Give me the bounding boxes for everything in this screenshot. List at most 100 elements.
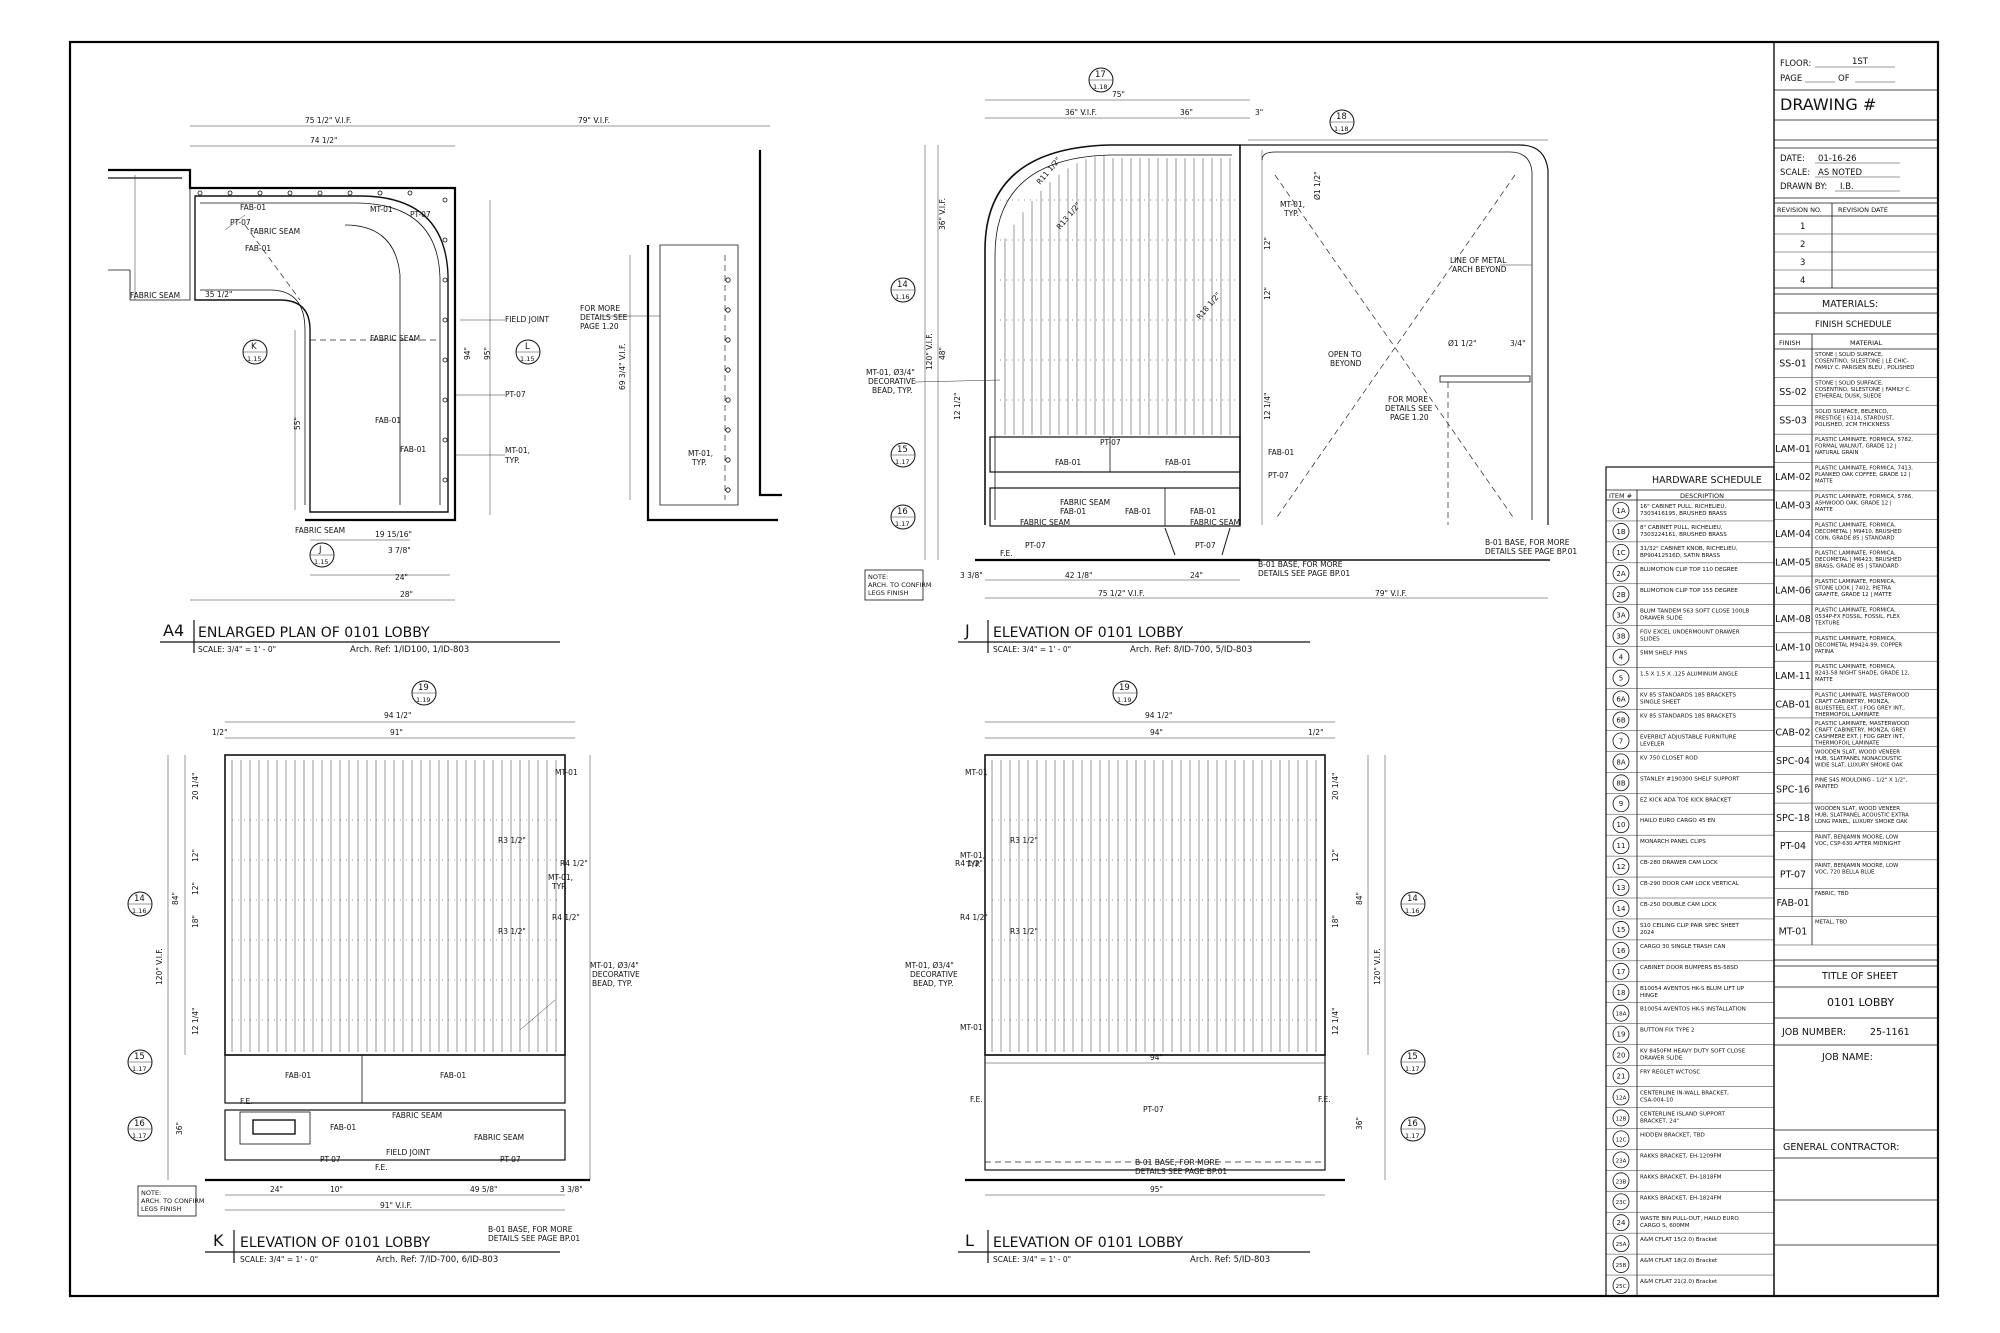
k-callout-15[interactable]: 15 1.17 — [127, 1049, 153, 1075]
l-callout-16[interactable]: 16 1.17 — [1400, 1116, 1426, 1142]
l-callout-15[interactable]: 15 1.17 — [1400, 1049, 1426, 1075]
svg-text:NOTE:: NOTE: — [141, 1189, 161, 1197]
a4-callout-l[interactable]: L 1.15 — [515, 339, 541, 365]
k-note-pt07-a: PT-07 — [320, 1155, 341, 1164]
k-note-typ: TYP. — [551, 882, 567, 891]
item-description: BLUM TANDEM 563 SOFT CLOSE 100LB — [1640, 609, 1749, 615]
item-number-bubble — [1612, 648, 1630, 666]
title-of-sheet-label: TITLE OF SHEET — [1821, 971, 1898, 982]
j-note-pt07-d: PT-07 — [1268, 471, 1289, 480]
drawn-by-label: DRAWN BY: — [1780, 182, 1827, 192]
finish-material: STONE | SOLID SURFACE, — [1815, 380, 1883, 386]
k-callout-19[interactable]: 19 1.19 — [411, 680, 437, 706]
j-callout-16[interactable]: 16 1.17 — [890, 504, 916, 530]
l-dim-120: 120" V.I.F. — [1373, 948, 1382, 985]
a4-dim-19: 19 15/16" — [375, 530, 412, 539]
finish-material: PLASTIC LAMINATE, FORMICA, — [1815, 607, 1896, 613]
j-callout-18[interactable]: 18 1.18 — [1329, 109, 1355, 135]
item-description: SINGLE SHEET — [1640, 700, 1681, 706]
l-dim-20: 20 1/4" — [1331, 773, 1340, 800]
item-description: CABINET DOOR BUMPERS BS-58SD — [1640, 965, 1738, 971]
svg-text:16: 16 — [134, 1119, 145, 1129]
finish-code: LAM-04 — [1775, 529, 1811, 540]
finish-material: COSENTINO, SILESTONE | LE CHIC- — [1815, 359, 1909, 365]
svg-text:1.15: 1.15 — [520, 355, 534, 363]
k-dim-r4-b: R4 1/2" — [552, 913, 580, 922]
k-dim-91vif: 91" V.I.F. — [380, 1201, 412, 1210]
k-tag: K — [213, 1231, 224, 1250]
j-note-b01: B-01 BASE, FOR MORE — [1258, 560, 1343, 569]
general-contractor-label: GENERAL CONTRACTOR: — [1783, 1142, 1900, 1153]
hardware-schedule-title: HARDWARE SCHEDULE — [1652, 475, 1762, 486]
item-number-bubble — [1612, 1109, 1630, 1127]
k-dim-120: 120" V.I.F. — [155, 948, 164, 985]
item-description: LEVELER — [1640, 741, 1665, 747]
k-callout-16[interactable]: 16 1.17 — [127, 1116, 153, 1142]
item-number: 12C — [1616, 1137, 1627, 1143]
finish-material: DECOMETAL | M9410, BRUSHED — [1815, 529, 1902, 535]
j-note-fab-3: FAB-01 — [1060, 507, 1086, 516]
l-dim-18: 18" — [1331, 915, 1340, 928]
k-scale: SCALE: 3/4" = 1' - 0" — [240, 1255, 318, 1264]
j-callout-15[interactable]: 15 1.17 — [890, 442, 916, 468]
item-number-bubble — [1612, 585, 1630, 603]
svg-text:1.16: 1.16 — [132, 907, 146, 915]
k-dim-24: 24" — [270, 1185, 283, 1194]
j-dim-36vif: 36" V.I.F. — [1065, 108, 1097, 117]
revision-number: 2 — [1800, 240, 1805, 250]
l-callout-19[interactable]: 19 1.19 — [1112, 680, 1138, 706]
finish-material: PINE S4S MOULDING - 1/2" X 1/2", — [1815, 778, 1908, 784]
a4-note-details: DETAILS SEE — [580, 313, 628, 322]
item-number-bubble — [1612, 774, 1630, 792]
j-slat-group — [1000, 155, 1235, 435]
k-dim-91: 91" — [390, 728, 403, 737]
item-number: 23A — [1616, 1158, 1627, 1164]
l-tag: L — [965, 1231, 974, 1250]
svg-text:L: L — [525, 342, 530, 352]
j-note-b01-r2: DETAILS SEE PAGE BP.01 — [1485, 547, 1577, 556]
a4-dim-vif: 69 3/4" V.I.F. — [618, 344, 627, 390]
finish-material: CRAFT CABINETRY, MONZA, GREY — [1815, 727, 1907, 733]
j-callout-14[interactable]: 14 1.16 — [890, 277, 916, 303]
a4-note-mt01-typ: MT-01, — [505, 446, 530, 455]
j-note-box: NOTE: ARCH. TO CONFIRM LEGS FINISH — [864, 569, 932, 601]
j-note-pt07-c: PT-07 — [1195, 541, 1216, 550]
a4-callout-k[interactable]: K 1.15 — [242, 339, 268, 365]
l-callout-14[interactable]: 14 1.16 — [1400, 891, 1426, 917]
a4-callout-j[interactable]: J 1.15 — [309, 542, 335, 568]
finish-code: CAB-01 — [1775, 699, 1810, 710]
finish-code: LAM-10 — [1775, 643, 1811, 654]
l-title: ELEVATION OF 0101 LOBBY — [993, 1235, 1184, 1251]
finish-material: POLISHED, 2CM THICKNESS — [1815, 422, 1890, 428]
k-note-fab-2: FAB-01 — [440, 1071, 466, 1080]
item-number: 7 — [1619, 737, 1623, 745]
finish-material: PAINT, BENJAMIN MOORE, LOW — [1815, 834, 1899, 840]
j-note-seam-3: FABRIC SEAM — [1190, 518, 1240, 527]
item-description: HINGE — [1640, 993, 1658, 999]
k-note-dec2: DECORATIVE — [592, 970, 640, 979]
date-value: 01-16-26 — [1818, 154, 1857, 164]
finish-code: SS-02 — [1779, 387, 1807, 398]
item-number: 2A — [1616, 570, 1625, 578]
j-dim-75vif: 75 1/2" V.I.F. — [1098, 589, 1144, 598]
k-dim-12-1-4: 12 1/4" — [191, 1008, 200, 1035]
k-callout-14[interactable]: 14 1.16 — [127, 891, 153, 917]
a4-dim-94: 94" — [463, 347, 472, 360]
a4-note-pt07: PT-07 — [230, 218, 251, 227]
a4-dim-35: 35 1/2" — [205, 290, 232, 299]
k-note-field: FIELD JOINT — [386, 1148, 431, 1157]
scale-value: AS NOTED — [1818, 168, 1863, 178]
j-note-b01-2: DETAILS SEE PAGE BP.01 — [1258, 569, 1350, 578]
item-description: BLUMOTION CLIP TOP 155 DEGREE — [1640, 588, 1738, 594]
j-callout-17[interactable]: 17 1.18 — [1088, 67, 1114, 93]
item-number: 6B — [1616, 716, 1625, 724]
job-name-label: JOB NAME: — [1821, 1052, 1873, 1063]
